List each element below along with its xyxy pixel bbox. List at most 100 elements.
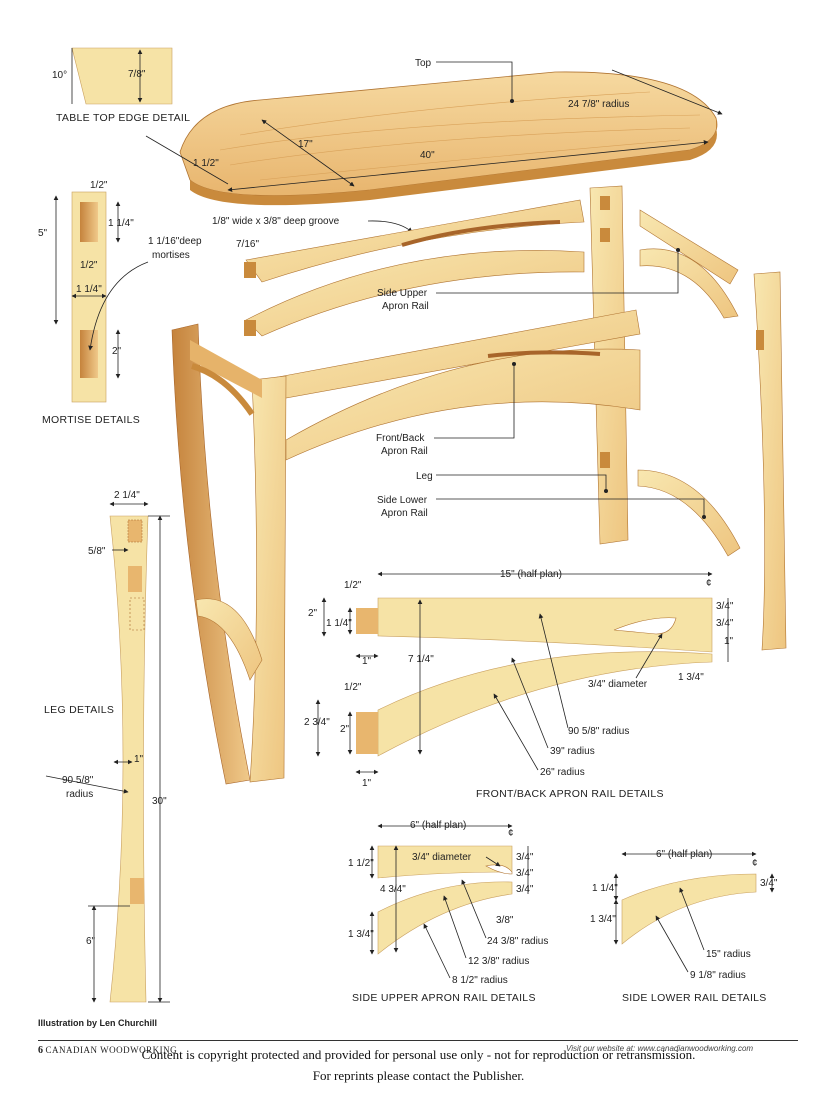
front-t1: 1/2" (344, 580, 362, 591)
side-upper-overall: 4 3/4" (380, 884, 406, 895)
top-edge-label: 1 1/2" (193, 158, 219, 169)
copyright-line-2: For reprints please contact the Publishe… (312, 1068, 525, 1083)
mortise-mortises: mortises (152, 250, 190, 261)
front-rad3: 26" radius (540, 767, 585, 778)
mortise-deep: 1 1/16"deep (148, 236, 202, 247)
tenon-label: 7/16" (236, 239, 259, 250)
mortise-details: 1/2" 5" 1 1/4" 1/2" 1 1/16"deep mortises… (38, 180, 202, 426)
website-link[interactable]: Visit our website at: www.canadianwoodwo… (566, 1044, 754, 1053)
svg-text:¢: ¢ (706, 578, 712, 589)
front-rail-details: 15" (half plan) ¢ 1/2" 2" 1 1/4" 1" 7 1/… (304, 569, 734, 800)
leg-radius-2: radius (66, 789, 93, 800)
mortise-gap: 1/2" (80, 260, 98, 271)
edge-profile (71, 47, 173, 105)
leg-top-width: 2 1/4" (114, 490, 140, 501)
top-radius-label: 24 7/8" radius (568, 99, 629, 110)
lower-mortise (80, 330, 98, 378)
side-upper-rad1: 24 3/8" radius (487, 936, 548, 947)
front-r3: 1" (724, 636, 734, 647)
mortise-lower: 2" (112, 346, 122, 357)
side-upper-rad2: 12 3/8" radius (468, 956, 529, 967)
side-upper-small (639, 248, 739, 319)
side-lower-label-2: Apron Rail (381, 508, 428, 519)
side-upper-r4: 3/8" (496, 915, 514, 926)
leg-foot: 6" (86, 936, 96, 947)
side-lower-caption: SIDE LOWER RAIL DETAILS (622, 992, 767, 1004)
side-upper-caption: SIDE UPPER APRON RAIL DETAILS (352, 992, 536, 1004)
mortise-width: 1 1/4" (76, 284, 102, 295)
front-rail-bottom-profile (377, 651, 713, 757)
table-top: Top 24 7/8" radius 17" 40" 1 1/2" 1/8" w… (145, 58, 723, 233)
page-number-block: 6 CANADIAN WOODWORKING (38, 1045, 177, 1056)
front-r2: 3/4" (716, 618, 734, 629)
side-lower-details: 6" (half plan) ¢ 1 1/4" 1 3/4" 3/4" 15" … (590, 849, 778, 1004)
front-overall: 7 1/4" (408, 654, 434, 665)
footer-rule (38, 1040, 798, 1041)
front-b4: 1" (362, 778, 372, 789)
side-lower-rad1: 15" radius (706, 949, 751, 960)
table-top-surface (179, 71, 718, 197)
front-t2: 1 1/4" (326, 618, 352, 629)
front-back-label-2: Apron Rail (381, 446, 428, 457)
side-upper-bottom-profile (377, 881, 513, 955)
mortise-top-offset: 1/2" (90, 180, 108, 191)
side-upper-rad3: 8 1/2" radius (452, 975, 508, 986)
side-lower-r1: 3/4" (760, 878, 778, 889)
leg-radius-1: 90 5/8" (62, 775, 94, 786)
front-hole: 3/4" diameter (588, 679, 648, 690)
front-caption: FRONT/BACK APRON RAIL DETAILS (476, 788, 664, 800)
magazine-name: CANADIAN WOODWORKING (45, 1045, 178, 1055)
front-b2: 2 3/4" (304, 717, 330, 728)
side-upper-label-2: Apron Rail (382, 301, 429, 312)
edge-detail-caption: TABLE TOP EDGE DETAIL (56, 112, 190, 124)
front-r1: 3/4" (716, 601, 734, 612)
front-h1: 2" (308, 608, 318, 619)
side-upper-apron-rail-bottom (245, 250, 585, 337)
front-apron-rail-bottom (285, 348, 641, 461)
mortise-height: 5" (38, 228, 48, 239)
front-b3: 2" (340, 724, 350, 735)
illustration-credit: Illustration by Len Churchill (38, 1018, 158, 1028)
svg-text:¢: ¢ (508, 828, 514, 839)
right-leg (753, 271, 787, 651)
exploded-assembly: 7/16" Side Upper Apron Rail Front/Back A… (171, 185, 787, 785)
top-width-label: 17" (298, 139, 313, 150)
leg-height: 30" (152, 796, 167, 807)
edge-angle-label: 10° (52, 70, 67, 81)
table-top-edge-detail: 10° 7/8" TABLE TOP EDGE DETAIL (52, 47, 190, 124)
top-length-label: 40" (420, 150, 435, 161)
mortise-caption: MORTISE DETAILS (42, 414, 140, 426)
page-number: 6 (38, 1045, 43, 1056)
side-lower-h2: 1 3/4" (590, 914, 616, 925)
front-rail-top-profile (377, 597, 713, 653)
copyright-notice: Content is copyright protected and provi… (0, 1044, 837, 1086)
front-rad2: 39" radius (550, 746, 595, 757)
mortise-m1: 1 1/4" (108, 218, 134, 229)
side-lower-half-plan: 6" (half plan) (656, 849, 712, 860)
leg-caption: LEG DETAILS (44, 704, 114, 716)
side-lower-rail-piece (637, 469, 741, 557)
side-upper-r1: 3/4" (516, 852, 534, 863)
copyright-line-1: Content is copyright protected and provi… (141, 1047, 696, 1062)
side-upper-h1: 1 1/2" (348, 858, 374, 869)
side-upper-details: 6" (half plan) ¢ 1 1/2" 4 3/4" 1 3/4" 3/… (348, 820, 548, 1004)
front-half-plan: 15" (half plan) (500, 569, 562, 580)
leg-waist: 1" (134, 754, 144, 765)
side-lower-rad2: 9 1/8" radius (690, 970, 746, 981)
side-upper-label-1: Side Upper (377, 288, 428, 299)
side-upper-half-plan: 6" (half plan) (410, 820, 466, 831)
side-lower-label-1: Side Lower (377, 495, 428, 506)
front-t3: 1" (362, 656, 372, 667)
upper-mortise (80, 202, 98, 242)
side-upper-r2: 3/4" (516, 868, 534, 879)
side-lower-profile (621, 873, 757, 945)
leg-label: Leg (416, 471, 433, 482)
side-lower-h1: 1 1/4" (592, 883, 618, 894)
top-label: Top (415, 58, 432, 69)
side-upper-h2: 1 3/4" (348, 929, 374, 940)
edge-thickness-label: 7/8" (128, 69, 146, 80)
front-b1: 1/2" (344, 682, 362, 693)
side-upper-r3: 3/4" (516, 884, 534, 895)
front-r4: 1 3/4" (678, 672, 704, 683)
